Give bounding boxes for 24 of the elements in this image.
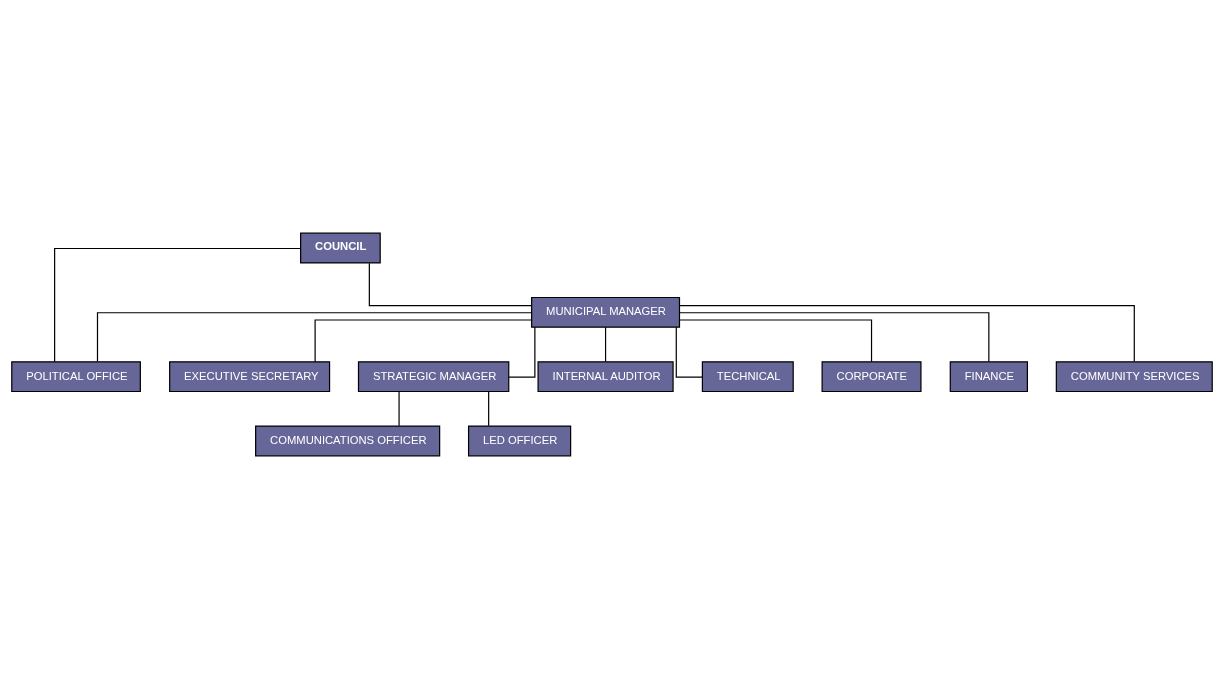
connector [675,326,703,378]
node-box: EXECUTIVE SECRETARY [169,361,331,393]
node-box: MUNICIPAL MANAGER [531,296,681,328]
node-box: INTERNAL AUDITOR [537,361,674,393]
connector [679,304,1135,363]
connector [508,326,536,378]
node-box: POLITICAL OFFICE [11,361,141,393]
connector [314,319,533,363]
connector [96,312,533,363]
node-box: COMMUNITY SERVICES [1055,361,1213,393]
connector [488,390,490,427]
node-box: FINANCE [949,361,1028,393]
node-box: LED OFFICER [467,425,572,457]
node-box: COUNCIL [300,232,381,264]
connector [368,262,533,307]
connector [604,326,607,363]
node-box: TECHNICAL [701,361,794,393]
connector [398,390,400,427]
node-box: COMMUNICATIONS OFFICER [255,425,441,457]
connector [679,319,873,363]
connector [679,312,990,363]
node-box: STRATEGIC MANAGER [357,361,510,393]
connector [54,247,301,363]
node-box: CORPORATE [821,361,922,393]
